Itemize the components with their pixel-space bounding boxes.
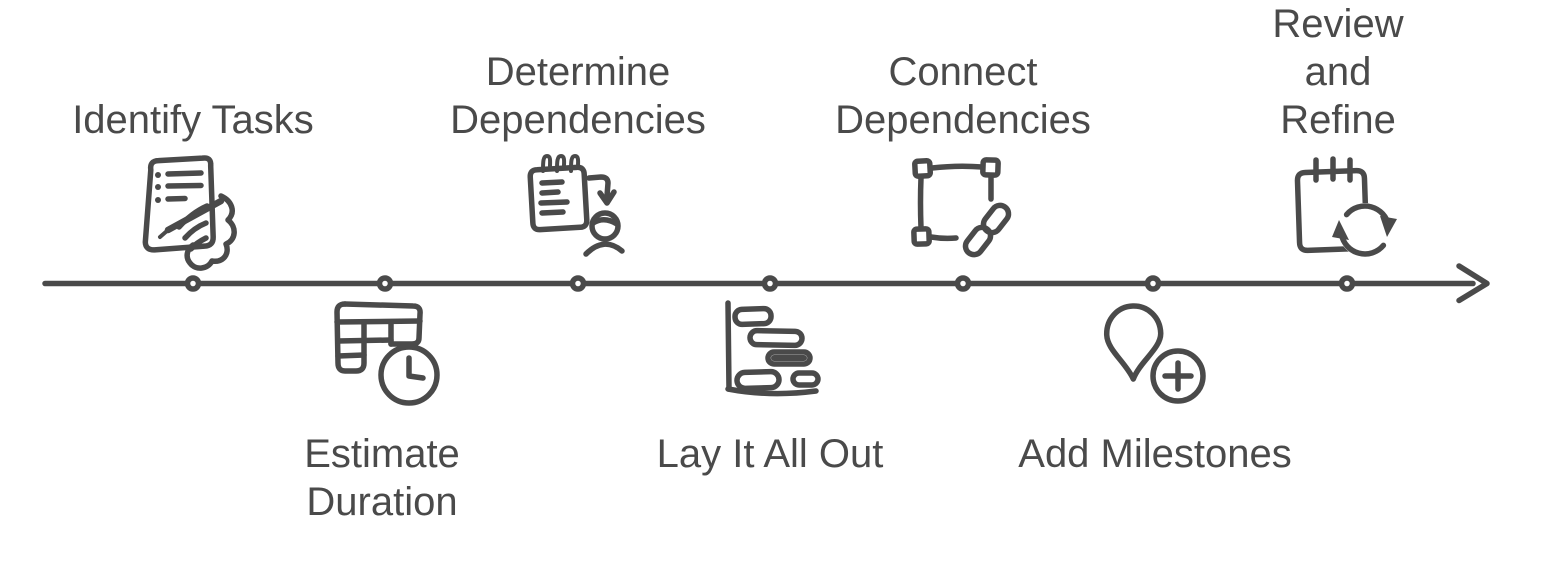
step-label-estimate-duration: Estimate Duration [304, 432, 460, 524]
selection-link-icon [911, 157, 1012, 258]
gantt-chart-icon [725, 300, 821, 397]
timeline-node [761, 275, 779, 292]
timeline-node [954, 275, 972, 292]
map-pin-plus-icon [1103, 303, 1206, 404]
timeline-node [569, 275, 587, 292]
checklist-pen-icon [142, 155, 237, 271]
step-label-lay-it-all-out: Lay It All Out [656, 432, 884, 476]
timeline-arrowhead-icon [1456, 263, 1490, 304]
timeline-node [376, 275, 394, 292]
notepad-sync-icon [1294, 156, 1397, 257]
step-label-review-and-refine: Review and Refine [1272, 2, 1404, 142]
timeline-line [42, 279, 1476, 287]
timeline-node [184, 275, 202, 292]
step-label-identify-tasks: Identify Tasks [72, 98, 314, 142]
timeline-node [1144, 275, 1162, 292]
timeline-node [1338, 275, 1356, 292]
step-label-determine-dependencies: Determine Dependencies [450, 50, 706, 142]
table-clock-icon [334, 301, 440, 406]
step-label-add-milestones: Add Milestones [1018, 432, 1292, 476]
step-label-connect-dependencies: Connect Dependencies [835, 50, 1091, 142]
notepad-arrow-person-icon [527, 154, 625, 257]
